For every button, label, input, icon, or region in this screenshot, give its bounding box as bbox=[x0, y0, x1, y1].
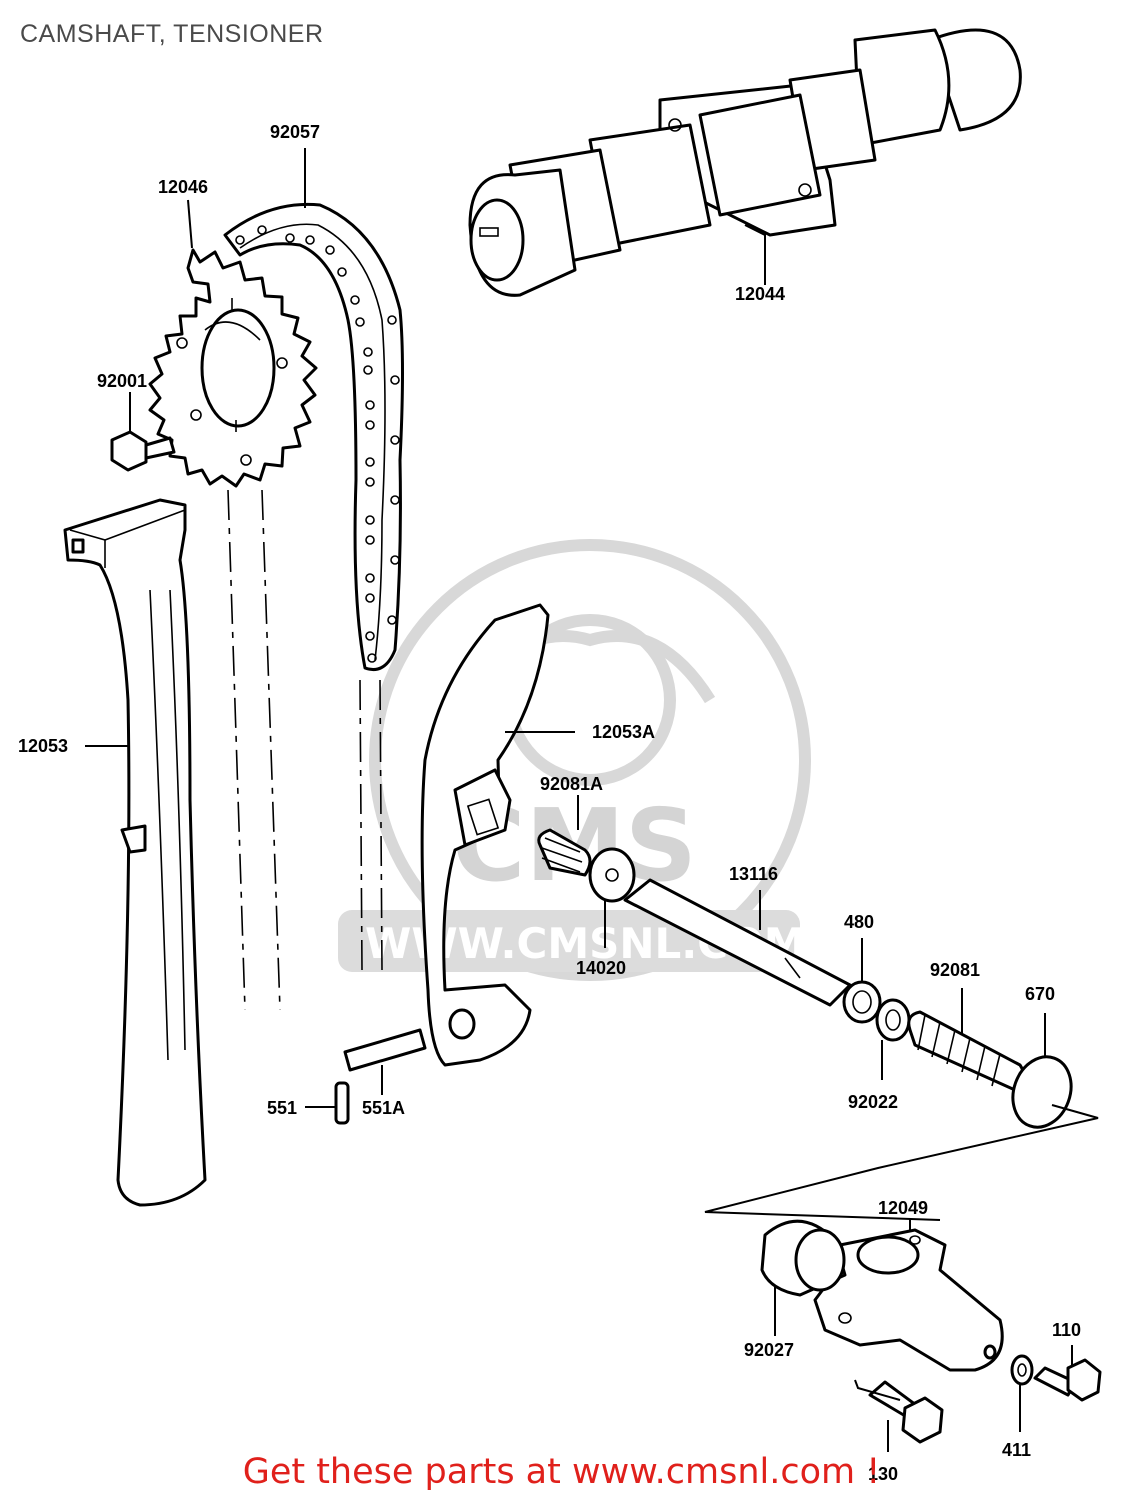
callout-92057: 92057 bbox=[270, 122, 320, 142]
callout-92001: 92001 bbox=[97, 371, 147, 391]
callout-92081: 92081 bbox=[930, 960, 980, 980]
callout-12053A: 12053A bbox=[592, 722, 655, 742]
callout-92081A: 92081A bbox=[540, 774, 603, 794]
pin-551 bbox=[305, 1081, 350, 1125]
callout-551: 551 bbox=[267, 1098, 297, 1118]
sprocket-12046 bbox=[148, 248, 318, 488]
pin-551A bbox=[343, 1028, 427, 1095]
tensioner-arm-12053A bbox=[420, 603, 575, 1067]
spring-92081A bbox=[537, 795, 592, 877]
bolt-130 bbox=[854, 1379, 944, 1452]
camshaft-12044 bbox=[468, 28, 1022, 297]
spring-92081 bbox=[907, 988, 1026, 1092]
callout-14020: 14020 bbox=[576, 958, 626, 978]
callout-92027: 92027 bbox=[744, 1340, 794, 1360]
callout-12049: 12049 bbox=[878, 1198, 928, 1218]
chain-link-dots bbox=[235, 225, 400, 663]
washer-411 bbox=[1010, 1354, 1034, 1432]
callout-670: 670 bbox=[1025, 984, 1055, 1004]
callout-110: 110 bbox=[1052, 1320, 1081, 1340]
collar-92027 bbox=[760, 1219, 847, 1336]
chain-92057 bbox=[187, 148, 404, 671]
chain-guide-12053 bbox=[63, 498, 207, 1207]
gasket-670 bbox=[1011, 1013, 1073, 1129]
circlip-480 bbox=[842, 938, 882, 1024]
exploded-view-lines bbox=[704, 1104, 1099, 1221]
stopper-14020 bbox=[588, 847, 636, 948]
watermark-logo: CMS WWW.CMSNL.COM bbox=[338, 539, 811, 981]
page-title: CAMSHAFT, TENSIONER bbox=[20, 20, 324, 48]
tensioner-housing-12049 bbox=[813, 1218, 1004, 1372]
callout-13116: 13116 bbox=[729, 864, 778, 884]
callout-92022: 92022 bbox=[848, 1092, 898, 1112]
alignment-lines bbox=[227, 489, 383, 1011]
bolt-92001 bbox=[110, 392, 176, 472]
callout-12044: 12044 bbox=[735, 284, 785, 304]
rod-13116 bbox=[623, 878, 852, 1007]
bolt-110 bbox=[1033, 1345, 1102, 1402]
callout-12046: 12046 bbox=[158, 177, 208, 197]
callout-130: 130 bbox=[868, 1464, 898, 1484]
callout-551A: 551A bbox=[362, 1098, 405, 1118]
callout-411: 411 bbox=[1002, 1440, 1031, 1460]
callout-12053: 12053 bbox=[18, 736, 68, 756]
callout-480: 480 bbox=[844, 912, 874, 932]
callout-labels: 92057 12046 12044 92001 12053 12053A 920… bbox=[18, 122, 1081, 1484]
footer-promo-link[interactable]: Get these parts at www.cmsnl.com ! bbox=[242, 1452, 881, 1492]
washer-92022 bbox=[875, 998, 911, 1080]
